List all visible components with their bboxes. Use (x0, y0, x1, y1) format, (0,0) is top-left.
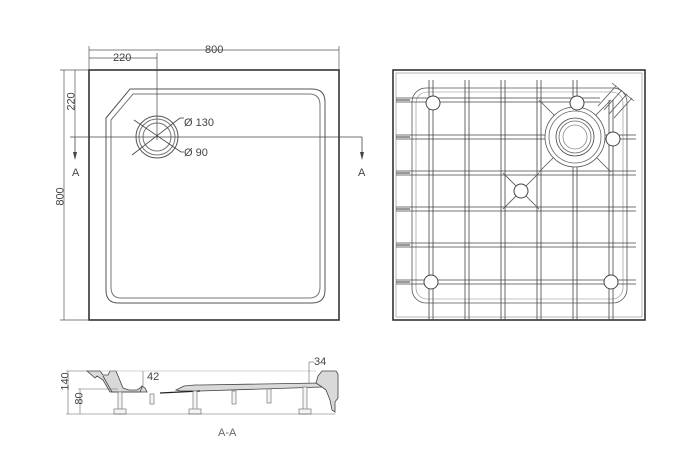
dim-overall-depth: 800 (54, 187, 67, 206)
section-left-rim (85, 370, 148, 393)
foot (605, 131, 621, 147)
section-marker-right: A (358, 167, 366, 179)
overflow-pipe (597, 82, 635, 119)
dim-overall-width: 800 (205, 44, 224, 56)
section-title: A-A (218, 427, 237, 439)
basin-inner-edge (110, 93, 321, 299)
section-floor (174, 382, 323, 392)
dim-drain-inner-diameter: Ø 90 (184, 147, 208, 159)
foot (513, 183, 529, 199)
dim-drain-offset-y: 220 (65, 92, 78, 111)
perimeter-rib (411, 87, 628, 304)
section-view (66, 361, 339, 415)
section-right-rim (315, 370, 339, 413)
dim-tray-depth: 42 (147, 371, 160, 383)
section-marker-left: A (72, 167, 80, 179)
dim-total-height: 140 (59, 372, 72, 391)
basin-outer-edge (105, 88, 326, 304)
bottom-outline (392, 69, 646, 321)
bottom-view (392, 69, 646, 321)
tray-outline (88, 69, 340, 321)
top-view (60, 46, 364, 321)
support-feet (423, 95, 621, 290)
dim-drain-offset-x: 220 (113, 52, 132, 64)
dim-drain-outer-diameter: Ø 130 (184, 117, 214, 129)
waste-outlet (538, 99, 612, 173)
foot (569, 95, 585, 111)
dim-rim-height: 34 (314, 356, 327, 368)
dim-base-height: 80 (73, 392, 86, 405)
foot (425, 95, 441, 111)
foot (603, 274, 619, 290)
foot (423, 274, 439, 290)
